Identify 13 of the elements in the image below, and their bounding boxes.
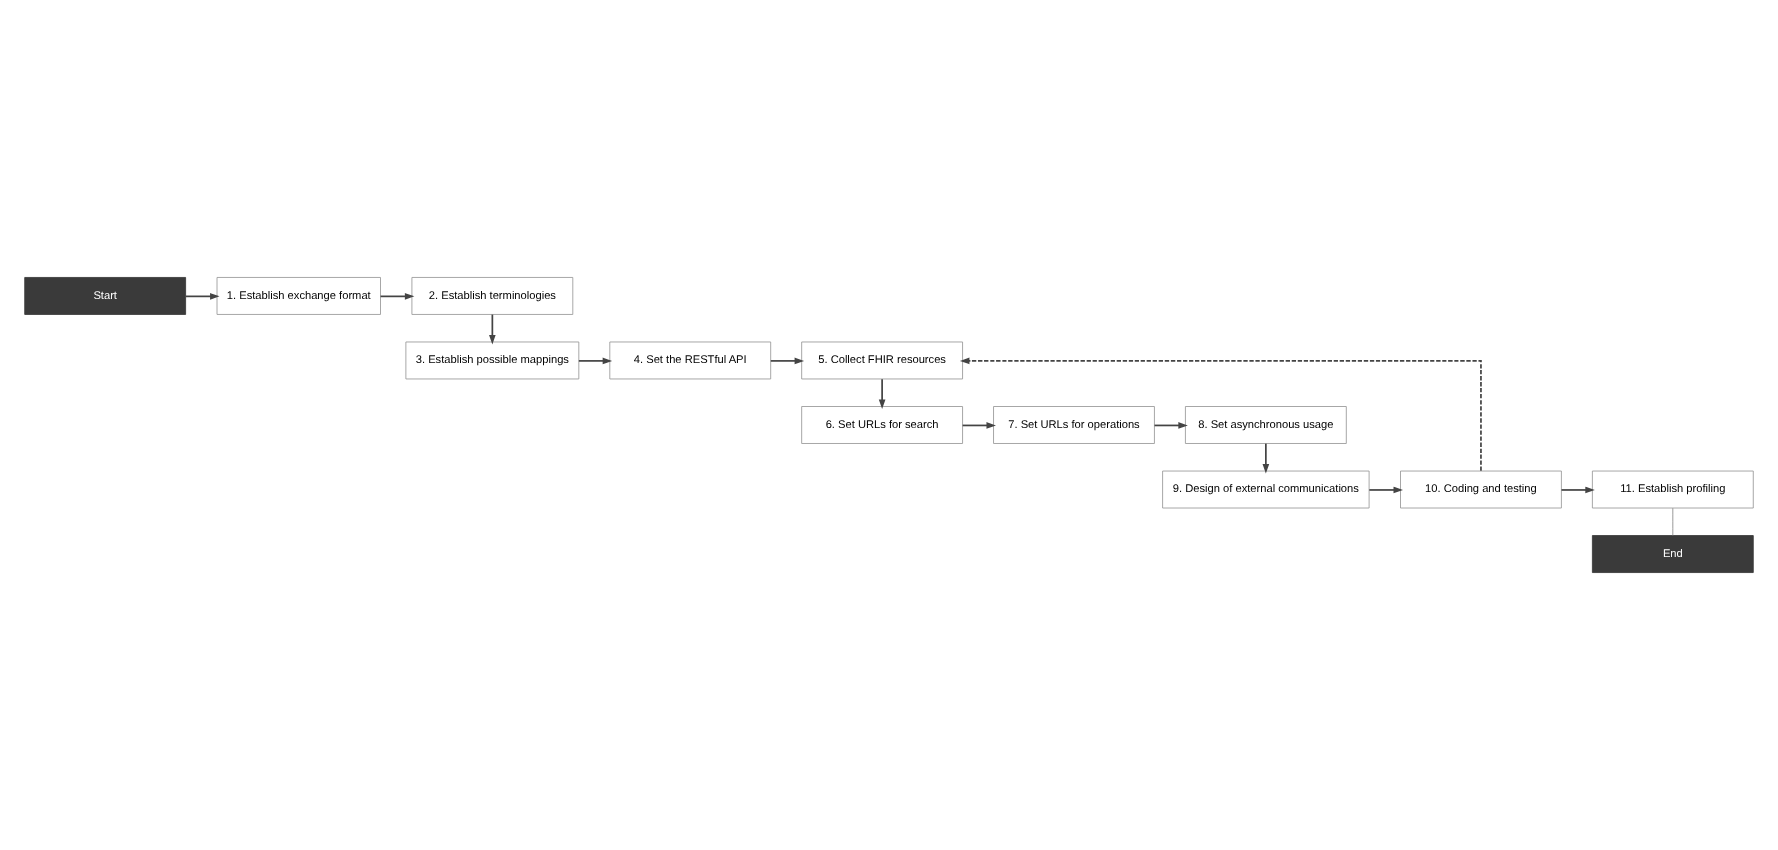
arrow — [185, 293, 220, 300]
arrow — [878, 378, 886, 409]
connector — [1672, 507, 1674, 536]
arrow — [959, 357, 1482, 472]
arrow — [961, 422, 996, 429]
arrow — [1262, 442, 1270, 474]
arrow — [769, 357, 805, 365]
arrow — [1560, 486, 1595, 494]
arrow — [1368, 486, 1403, 494]
arrow — [1153, 422, 1188, 429]
arrow — [489, 313, 496, 345]
arrow — [379, 293, 415, 300]
arrow — [578, 357, 613, 365]
